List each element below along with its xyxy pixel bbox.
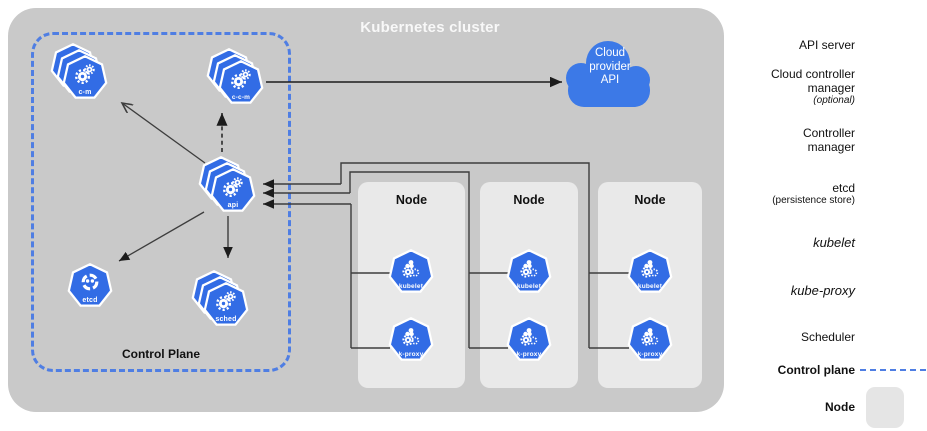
legend-api-server-label: API server	[798, 38, 855, 52]
legend-etcd-label: etcd (persistence store)	[772, 181, 855, 206]
legend-cm-label: Controller manager	[802, 126, 855, 154]
gears-icon	[520, 259, 538, 278]
control-plane-label: Control Plane	[121, 347, 200, 361]
cloud-provider-api-label: Cloud provider API	[589, 47, 631, 86]
node-label: Node	[513, 193, 545, 207]
legend-node-label: Node	[825, 400, 855, 414]
gears-icon	[641, 327, 659, 346]
gears-icon	[520, 327, 538, 346]
gears-icon	[402, 259, 420, 278]
legend-scheduler-label: Scheduler	[800, 330, 855, 344]
legend-ccm-label: Cloud controller manager (optional)	[770, 67, 855, 106]
legend-kube-proxy-label: kube-proxy	[790, 283, 855, 298]
gears-icon	[402, 327, 420, 346]
legend-panel: API server api Cloud controller manager …	[726, 0, 927, 431]
node-label: Node	[395, 193, 428, 207]
legend-control-plane-label: Control plane	[777, 363, 855, 377]
node-label: Node	[634, 193, 666, 207]
cloud-shape	[566, 41, 650, 107]
gears-icon	[222, 176, 243, 197]
gears-icon	[641, 259, 659, 278]
gears-icon	[215, 290, 236, 311]
etcd-logo-icon	[81, 273, 99, 290]
gears-icon	[74, 63, 95, 84]
cluster-title: Kubernetes cluster	[360, 19, 500, 36]
control-plane-region	[31, 32, 291, 372]
gears-icon	[230, 68, 251, 89]
legend-kubelet-label: kubelet	[813, 235, 855, 250]
legend-control-plane-dash-sample	[860, 369, 926, 371]
legend-node-swatch	[866, 387, 904, 428]
